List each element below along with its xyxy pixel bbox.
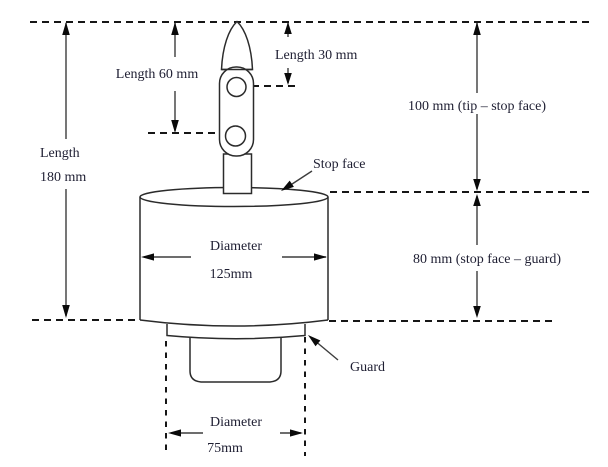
arrow-down-icon — [62, 305, 70, 318]
arrow-down-icon — [171, 120, 179, 133]
arrow-up-icon — [284, 22, 292, 34]
label-head-length: Length 60 mm — [116, 67, 199, 82]
arrow-down-icon — [473, 179, 481, 191]
label-tip-length: Length 30 mm — [275, 48, 358, 63]
label-guard: Guard — [350, 360, 385, 375]
label-body-diameter-line2: 125mm — [210, 267, 253, 282]
label-guard-diameter-line1: Diameter — [210, 415, 262, 430]
dim-line-tip-length: Length 30 mm — [275, 22, 358, 85]
arrow-up-icon — [473, 194, 481, 206]
label-body-diameter-line1: Diameter — [210, 239, 262, 254]
label-stop-face: Stop face — [313, 157, 365, 172]
arrow-down-left-icon — [281, 180, 294, 191]
label-guard-diameter-line2: 75mm — [207, 441, 243, 456]
stop-face-callout: Stop face — [281, 157, 365, 191]
guard-flange — [166, 324, 306, 340]
body-cylinder-bottom-edge — [139, 319, 329, 327]
body-cylinder-sides — [139, 197, 329, 320]
probe-tip — [220, 20, 254, 71]
arrow-left-icon — [168, 429, 181, 437]
arrow-left-icon — [141, 253, 154, 261]
dim-line-head-length: Length 60 mm — [116, 22, 199, 133]
label-overall-length-line2: 180 mm — [40, 170, 86, 185]
body-cylinder-fill — [140, 197, 328, 326]
arrow-right-icon — [314, 253, 327, 261]
probe-shaft — [222, 153, 253, 195]
arrow-down-icon — [284, 73, 292, 85]
dim-line-stop-face-to-guard: 80 mm (stop face – guard) — [413, 194, 561, 318]
probe-hole-lower — [224, 125, 247, 147]
dim-line-body-diameter: Diameter 125mm — [141, 239, 327, 282]
label-tip-to-stop-face: 100 mm (tip – stop face) — [408, 99, 546, 114]
dim-line-guard-diameter: Diameter 75mm — [168, 415, 303, 456]
label-overall-length-line1: Length — [40, 146, 80, 161]
label-stop-face-to-guard: 80 mm (stop face – guard) — [413, 252, 561, 267]
dim-line-tip-to-stop-face: 100 mm (tip – stop face) — [408, 22, 546, 191]
body-cylinder — [139, 186, 329, 327]
dim-line-overall-length: Length 180 mm — [40, 22, 86, 318]
guard-callout: Guard — [308, 335, 385, 375]
arrow-up-icon — [473, 22, 481, 35]
arrow-up-icon — [62, 22, 70, 35]
guard-leader-line — [313, 339, 339, 361]
arrow-up-icon — [171, 22, 179, 35]
guard-barrel — [189, 337, 282, 383]
arrow-down-icon — [473, 306, 481, 318]
arrow-up-left-icon — [308, 335, 321, 347]
arrow-right-icon — [290, 429, 303, 437]
probe-hole-upper — [226, 76, 247, 98]
